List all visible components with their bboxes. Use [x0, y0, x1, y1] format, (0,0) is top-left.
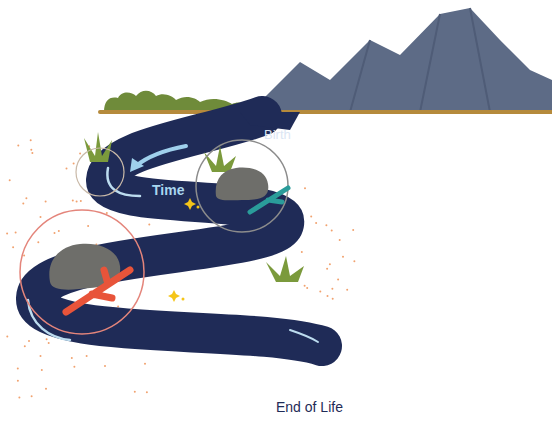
stick	[250, 188, 288, 212]
sand-dot	[106, 212, 108, 214]
sand-dot	[48, 342, 50, 344]
sand-dot	[6, 233, 8, 235]
sand-dot	[23, 255, 25, 257]
sand-dot	[301, 251, 303, 253]
sand-dot	[73, 162, 75, 164]
sand-dot	[104, 365, 106, 367]
sand-dot	[319, 291, 321, 293]
end-circle	[20, 210, 144, 334]
sand-dot	[25, 197, 27, 199]
sand-dot	[18, 397, 20, 399]
mountains	[250, 8, 552, 112]
mountain-ridges	[350, 8, 490, 112]
sand-dot	[17, 145, 19, 147]
sand-dot	[17, 380, 19, 382]
sand-dot	[71, 357, 73, 359]
sand-dot	[310, 216, 312, 218]
faint-circle	[76, 148, 124, 196]
sand-dot	[337, 279, 339, 281]
sand-dot	[87, 225, 89, 227]
time-label: Time	[152, 183, 184, 198]
sand-dot	[40, 216, 42, 218]
sand-dot	[31, 152, 33, 154]
river-highlight	[290, 330, 318, 342]
sand-dot	[352, 229, 354, 231]
birth-circle	[196, 140, 288, 232]
time-arrowhead	[130, 158, 144, 172]
sand-dot	[54, 232, 56, 234]
sand-dot	[46, 338, 48, 340]
sand-dot	[31, 395, 33, 397]
sand-dot	[22, 202, 24, 204]
sand-dot	[66, 167, 68, 169]
sand-dot	[327, 295, 329, 297]
sand-dot	[79, 153, 81, 155]
sand-dot	[40, 355, 42, 357]
birth-label: Birth	[264, 128, 291, 142]
sand-dot	[331, 288, 333, 290]
sand-dot	[134, 391, 136, 393]
sand-dot	[37, 241, 39, 243]
sand-dot	[148, 224, 150, 226]
sand-dot	[30, 139, 32, 141]
sand-dot	[304, 285, 306, 287]
sand-dot	[306, 287, 308, 289]
sand-dot	[339, 239, 341, 241]
sand-dot	[346, 289, 348, 291]
sand-dot	[325, 224, 327, 226]
sand-dot	[331, 230, 333, 232]
sand-dot	[45, 388, 47, 390]
sand-dot	[24, 345, 26, 347]
sand-dot	[304, 187, 306, 189]
sand-dot	[45, 201, 47, 203]
sand-dot	[72, 200, 74, 202]
sand-dot	[144, 363, 146, 365]
sand-dot	[17, 368, 19, 370]
sand-dot	[30, 149, 32, 151]
sand-dot	[326, 268, 328, 270]
sand-dot	[117, 306, 119, 308]
sand-dot	[28, 340, 30, 342]
sand-dot	[58, 230, 60, 232]
ground-line	[100, 110, 552, 114]
sand-dot	[329, 263, 331, 265]
sand-dot	[353, 260, 355, 262]
sand-dot	[15, 232, 17, 234]
sand-dot	[6, 336, 8, 338]
stars	[168, 198, 200, 302]
river-highlight	[28, 300, 70, 340]
time-arrow	[136, 146, 186, 166]
rock	[216, 168, 269, 201]
river	[36, 116, 322, 346]
stick	[66, 270, 130, 312]
sand-dot	[12, 246, 14, 248]
end-of-life-label: End of Life	[276, 400, 343, 415]
sand-dot	[332, 298, 334, 300]
sand-dot	[80, 200, 82, 202]
sand-dot	[315, 222, 317, 224]
sand-dot	[86, 355, 88, 357]
sand-dot	[9, 179, 11, 181]
sand-dot	[73, 366, 75, 368]
sand-dot	[41, 369, 43, 371]
sand-dot	[342, 256, 344, 258]
sand-dot	[146, 391, 148, 393]
sand-dot	[76, 200, 78, 202]
